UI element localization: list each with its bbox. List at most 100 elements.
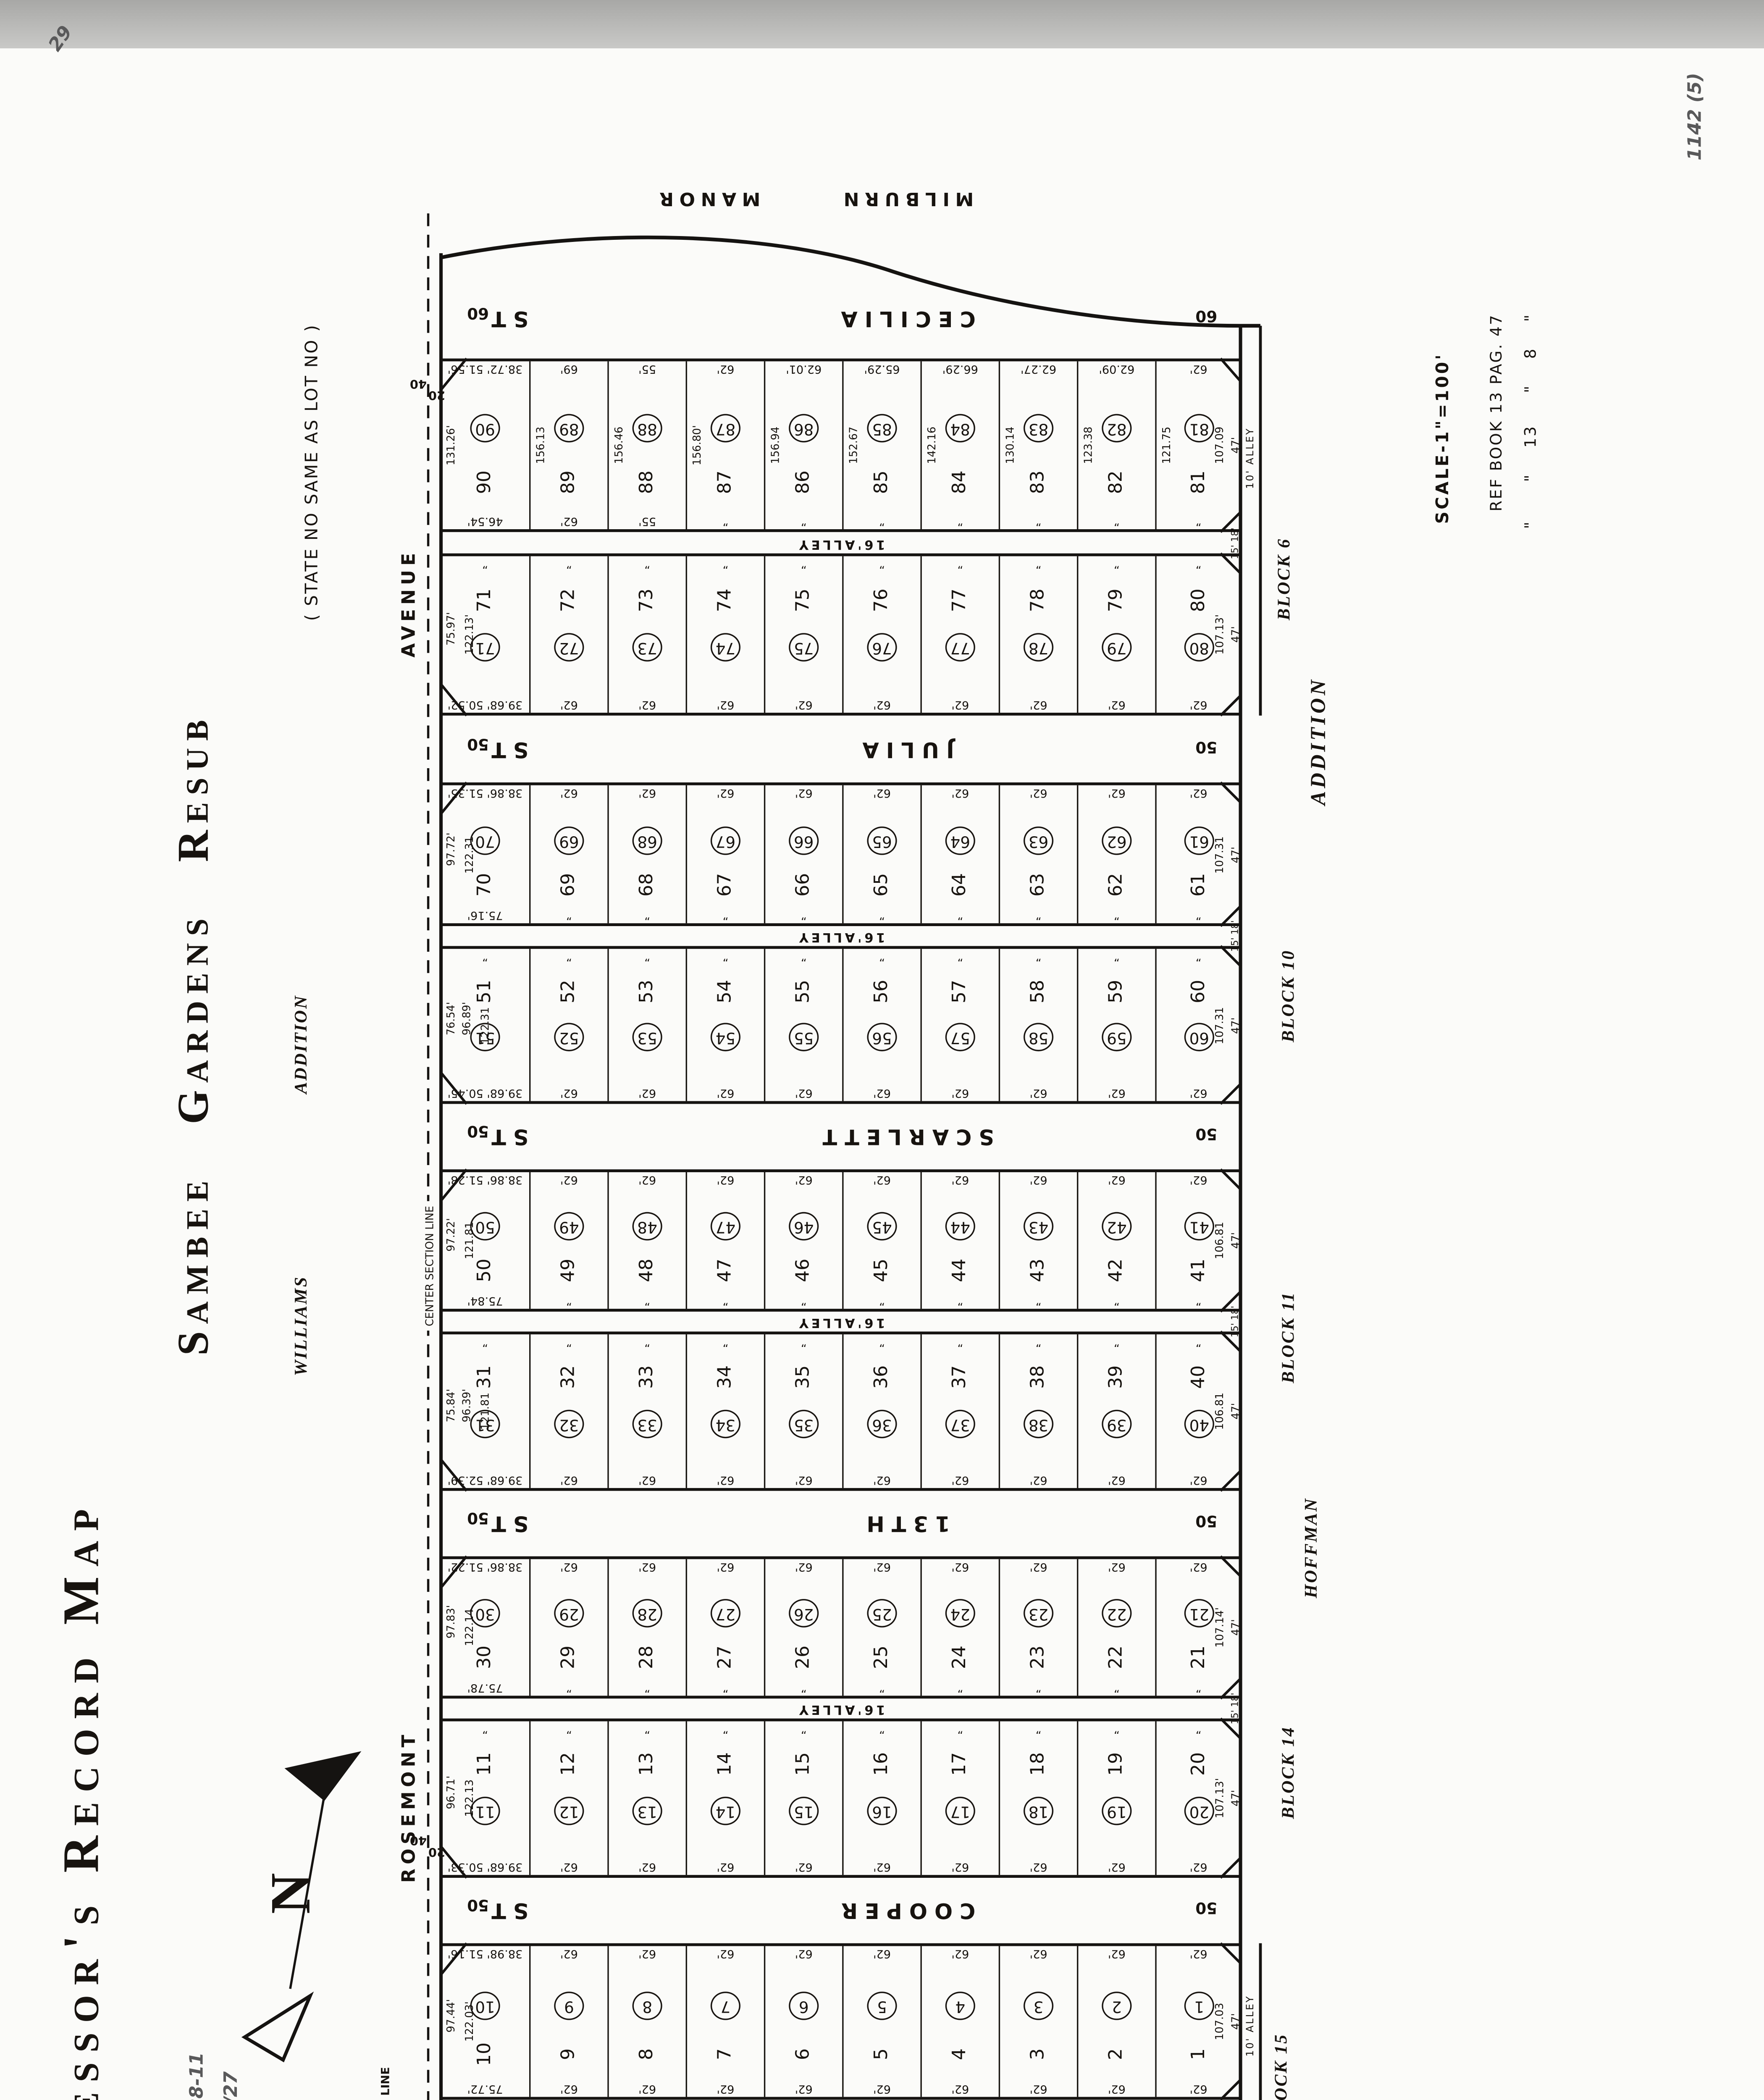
lot-dim-top: 62' (1108, 1947, 1126, 1961)
lot-dim-top: ” (1195, 1722, 1202, 1736)
lot-number: 30 (474, 1646, 496, 1670)
lot-number-circled: 77 (945, 633, 975, 662)
lot-number: 49 (558, 1259, 580, 1283)
street-width-right: 60 (1195, 306, 1218, 325)
lot-dim-bottom: ” (1195, 1294, 1202, 1307)
lot-edge-dim: 107.03 (1213, 2003, 1226, 2040)
lot-edge-dim: 107.31 (1213, 1006, 1226, 1044)
lot-dim-bottom: 62' (1029, 1474, 1047, 1487)
lot-dim-top: ” (957, 1722, 963, 1736)
alley-label: 16'ALLEY (796, 1701, 885, 1716)
avenue-width-inner: 20 (428, 1843, 445, 1858)
lot-number-circled: 78 (1024, 633, 1054, 662)
street-name: JULIA (855, 736, 954, 762)
lot-number: 58 (1028, 979, 1049, 1003)
north-letter: N (258, 1873, 323, 1914)
lot-number: 23 (1028, 1646, 1049, 1670)
lot-number: 53 (636, 979, 658, 1003)
subdivision-title: Sambee Gardens Resub (168, 713, 218, 1356)
lot-number-circled: 41 (1184, 1213, 1214, 1241)
lot-number: 40 (1188, 1365, 1210, 1389)
lot-number: 78 (1028, 588, 1049, 612)
lot-number: 74 (715, 588, 736, 612)
lot-edge-dim: 97.72' (444, 832, 457, 866)
lot-number: 39 (1106, 1365, 1128, 1389)
alley-corner-ticks: 15' 18' (1229, 527, 1241, 559)
lot-dim-bottom: 62' (873, 1087, 891, 1100)
lot-dim-top: 62' (873, 1173, 891, 1186)
lot-dim-bottom: 62' (795, 698, 813, 711)
lot-dim-top: ” (722, 1722, 729, 1736)
lot-depth-dim: 122.31 (478, 1006, 492, 1044)
lot-edge-dim: 96.39' (460, 1388, 473, 1422)
lot-dim-bottom: 62' (560, 698, 578, 711)
lot-dim-top: 38.86' 51.22' (447, 1560, 523, 1574)
lot-dim-top: 62.01' (786, 362, 822, 376)
lot-edge-dim: 107.13' (1213, 614, 1226, 655)
lot-dim-top: 62' (717, 1173, 735, 1186)
lot-dim-top: 62' (873, 1947, 891, 1961)
lot-dim-top: 62' (560, 1947, 578, 1961)
lot-number: 21 (1188, 1646, 1210, 1670)
lot-dim-bottom: ” (566, 1294, 572, 1307)
lot-number: 29 (558, 1646, 580, 1670)
lot-number: 50 (474, 1259, 496, 1283)
lot-depth-dim: 156.13 (534, 426, 547, 464)
lot-dim-top: ” (644, 950, 651, 963)
alley-label: 16'ALLEY (796, 1314, 885, 1329)
lot-number: 61 (1188, 873, 1210, 897)
alley-label: 16'ALLEY (796, 929, 885, 943)
lot-dim-top: ” (644, 557, 651, 571)
lot-dim-top: 62' (1029, 1173, 1047, 1186)
lot-dim-bottom: ” (1195, 515, 1202, 528)
north-arrow-icon (241, 1751, 362, 2063)
lot-number-circled: 79 (1102, 633, 1132, 662)
lot-number-circled: 52 (554, 1023, 584, 1052)
lot-number-circled: 19 (1102, 1796, 1132, 1825)
lot-dim-bottom: 62' (1029, 1087, 1047, 1100)
lot-number: 76 (871, 588, 893, 612)
lot-number-circled: 81 (1184, 414, 1214, 443)
lot-number-circled: 22 (1102, 1599, 1132, 1628)
lot-dim-bottom: ” (1113, 1681, 1120, 1695)
lot-number: 18 (1028, 1752, 1049, 1776)
lot-number: 13 (636, 1752, 658, 1776)
lot-dim-top: ” (1035, 557, 1042, 571)
lot-depth-dim: 130.14 (1003, 426, 1017, 464)
lot-number-circled: 60 (1184, 1023, 1214, 1052)
neighbor-addition-left: ADDITION (291, 994, 311, 1094)
lot-dim-top: ” (1035, 1336, 1042, 1349)
lot-number-circled: 45 (867, 1213, 897, 1241)
lot-dim-bottom: ” (1035, 1294, 1042, 1307)
lot-dim-bottom: 62' (717, 1474, 735, 1487)
lot-number: 66 (793, 873, 815, 897)
lot-dim-top: ” (1195, 1336, 1202, 1349)
lot-edge-dim: 96.71' (444, 1775, 457, 1809)
lot-number-circled: 18 (1024, 1796, 1054, 1825)
lot-dim-bottom: 62' (560, 1087, 578, 1100)
lot-dim-top: ” (1113, 1336, 1120, 1349)
lot-number-circled: 65 (867, 826, 897, 855)
lot-number: 37 (949, 1365, 971, 1389)
lot-number-circled: 53 (632, 1023, 662, 1052)
